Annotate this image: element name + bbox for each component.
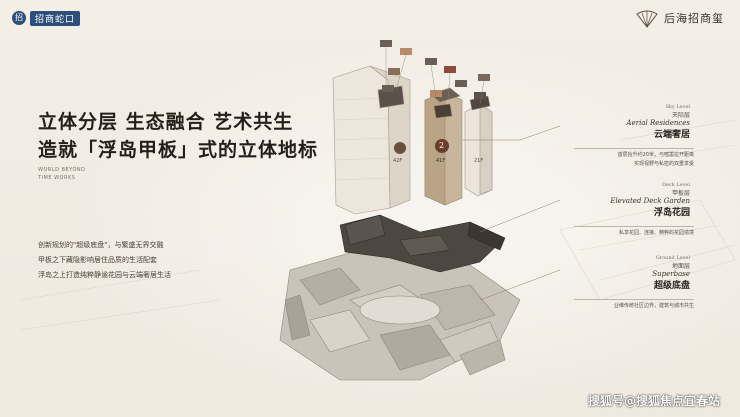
headline-line-1: 立体分层 生态融合 艺术共生 [38, 111, 294, 133]
deck-level-cn: 甲板层 [671, 190, 690, 197]
tower-middle-floor-label: 41F [436, 158, 446, 164]
sky-level-divider [574, 148, 694, 149]
sky-level-annotation: Sky Level 天际层 Aerial Residences 云端奢居 [627, 104, 690, 140]
headline: 立体分层 生态融合 艺术共生 造就「浮岛甲板」式的立体地标 [38, 108, 318, 164]
tower-left-badge [394, 142, 406, 154]
deck-level-divider [574, 226, 694, 227]
sky-level-cn: 天际层 [671, 112, 690, 119]
brand-logo-left[interactable]: 招 招商蛇口 [12, 10, 81, 26]
deck-level-description: 私享花园、连接、精粹的花园造境 [619, 229, 694, 238]
sky-level-desc-2: 实现视野与私密的双重享受 [633, 161, 694, 167]
sky-level-name-en: Aerial Residences [626, 119, 690, 127]
headline-line-2: 造就「浮岛甲板」式的立体地标 [38, 139, 319, 161]
subhead-english: WORLD BEYOND TIME WORKS [38, 166, 85, 182]
ground-level-desc-1: 业维传统社区边界，建筑与城市共生 [613, 303, 694, 309]
body-copy: 创新规划的"超级底盘"，与繁盛无界交融 甲板之下藏隐影响居住品质的生活配套 浮岛… [38, 238, 171, 283]
fan-emblem-icon [636, 10, 658, 28]
brand-logo-right[interactable]: 后海招商玺 [636, 10, 724, 28]
tower-middle-number: 2 [439, 141, 445, 150]
subhead-line-2: TIME WORKS [38, 175, 76, 181]
sky-level-en: Sky Level [665, 104, 690, 110]
ground-level-en: Ground Level [655, 255, 690, 261]
body-copy-line-1: 创新规划的"超级底盘"，与繁盛无界交融 [38, 241, 164, 249]
subhead-line-1: WORLD BEYOND [38, 167, 86, 173]
ground-level-cn: 地面层 [671, 263, 690, 270]
sky-level-name-cn: 云端奢居 [653, 130, 690, 140]
tower-right [464, 95, 493, 197]
ground-level-name-cn: 超级底盘 [653, 281, 690, 291]
tower-middle-badge [435, 139, 449, 153]
ground-level-description: 业维传统社区边界，建筑与城市共生 [614, 302, 694, 311]
deck-level-name-en: Elevated Deck Garden [610, 197, 690, 205]
tower-left-floor-label: 42F [393, 158, 403, 164]
floor-tags [380, 40, 490, 105]
body-copy-line-3: 浮岛之上打造纯粹静谧花园与云端奢居生活 [38, 271, 171, 279]
project-name: 后海招商玺 [664, 12, 724, 25]
ground-level-divider [574, 299, 694, 300]
brand-left-label: 招商蛇口 [30, 10, 81, 26]
sky-level-desc-1: 首层抬升约20米，与喧嚣拉开距离 [617, 152, 694, 158]
deck-level-desc-1: 私享花园、连接、精粹的花园造境 [618, 230, 694, 236]
ground-level-name-en: Superbase [652, 270, 690, 278]
ground-level-base [279, 249, 521, 381]
deck-level-en: Deck Level [661, 182, 690, 188]
deck-level-garden [339, 214, 506, 273]
deck-level-name-cn: 浮岛花园 [653, 208, 690, 218]
deck-level-annotation: Deck Level 甲板层 Elevated Deck Garden 浮岛花园 [610, 182, 690, 218]
ground-level-annotation: Ground Level 地面层 Superbase 超级底盘 [652, 255, 690, 291]
source-watermark: 搜狐号@搜狐焦点宜春站 [587, 394, 720, 408]
body-copy-line-2: 甲板之下藏隐影响居住品质的生活配套 [38, 256, 157, 264]
sky-level-description: 首层抬升约20米，与喧嚣拉开距离 实现视野与私密的双重享受 [618, 151, 694, 169]
china-merchants-logo-icon: 招 [12, 11, 26, 25]
tower-left [332, 65, 411, 215]
tower-right-floor-label: 21F [474, 158, 484, 164]
